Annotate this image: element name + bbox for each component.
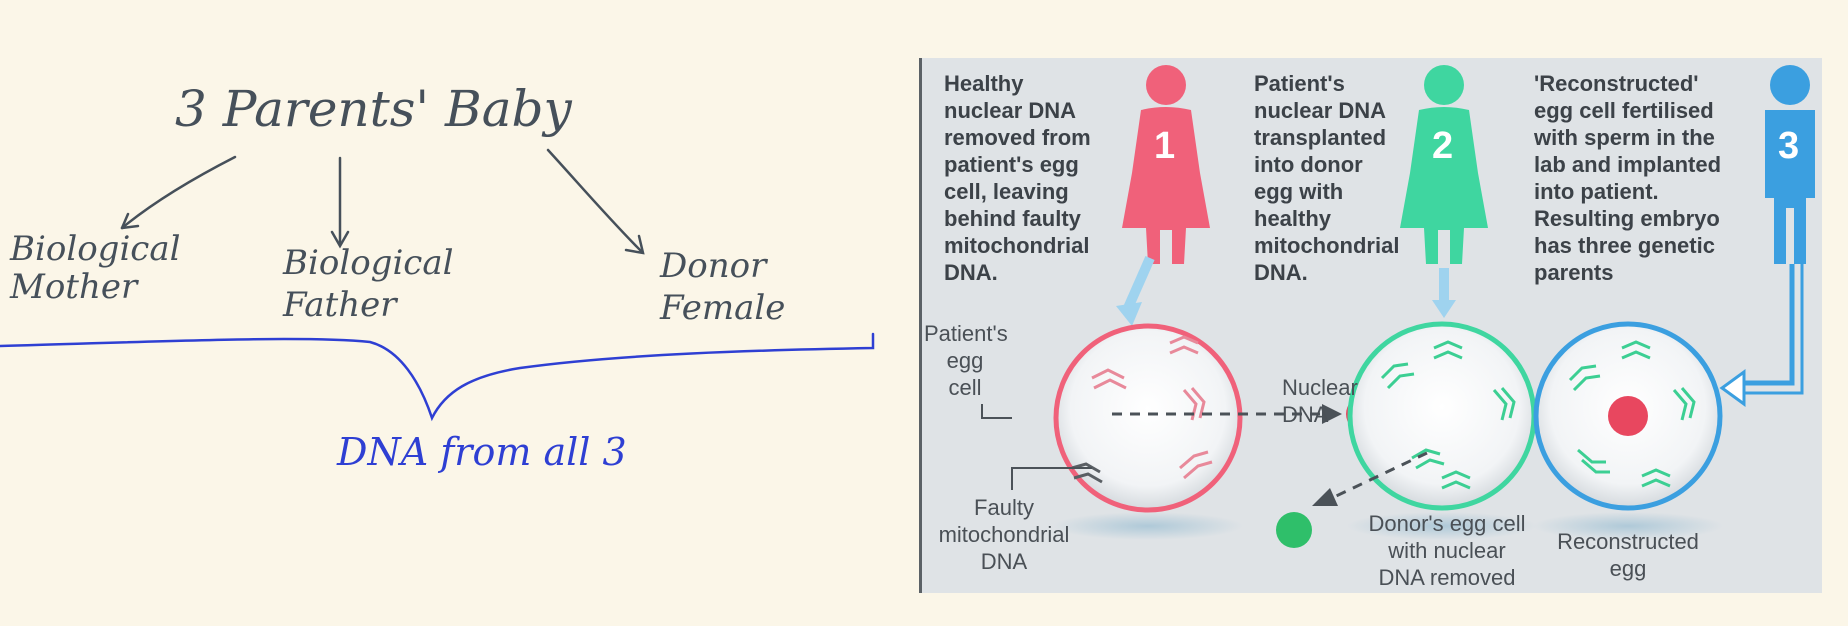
person-2-icon (1400, 65, 1488, 264)
person-1-icon (1122, 65, 1210, 264)
faulty-dna-mark (1071, 462, 1103, 484)
donor-egg-label: Donor's egg cell with nuclear DNA remove… (1368, 511, 1526, 590)
faulty-dna-label: Faulty mitochondrial DNA (938, 495, 1070, 574)
flow-arrow-1 (1123, 255, 1155, 311)
step-3-text: 'Reconstructed' egg cell fertilised with… (1534, 71, 1722, 285)
step-1-number-mark: 1 (1154, 125, 1175, 167)
transplanted-nucleus-blob (1608, 396, 1648, 436)
branch-father: Biological Father (283, 243, 454, 325)
removed-nucleus-blob (1276, 512, 1312, 548)
branch-mother: Biological Mother (10, 229, 181, 307)
diagram-graphics: 1 2 3 (981, 65, 1815, 548)
step-2-number-mark: 2 (1432, 125, 1453, 167)
person-3-icon (1765, 65, 1815, 264)
patient-egg-label: Patient's egg cell (924, 321, 1008, 400)
donor-egg-cell (1347, 321, 1537, 511)
branch-donor: Donor Female (660, 246, 786, 328)
arrow-to-mother-head (120, 212, 140, 230)
arrow-to-mother (120, 155, 237, 230)
arrow-to-donor (546, 148, 644, 254)
reconstructed-egg-label: Reconstructed egg (1557, 529, 1699, 581)
ivf-procedure-diagram: 1 2 3 (919, 58, 1822, 593)
nuclear-dna-label: Nuclear DNA (1282, 375, 1358, 427)
flow-arrow-3 (1742, 264, 1795, 386)
arrow-to-donor-head (624, 234, 645, 255)
patient-egg-cell (1053, 323, 1243, 513)
bracket-line (0, 332, 875, 422)
notes-title: 3 Parents' Baby (175, 80, 572, 138)
step-2-text: Patient's nuclear DNA transplanted into … (1254, 71, 1400, 285)
step-1-text: Healthy nuclear DNA removed from patient… (944, 71, 1091, 285)
arrow-to-father-head (330, 230, 350, 249)
step-3-number-mark: 3 (1778, 125, 1799, 167)
notes-conclusion: DNA from all 3 (337, 430, 627, 474)
